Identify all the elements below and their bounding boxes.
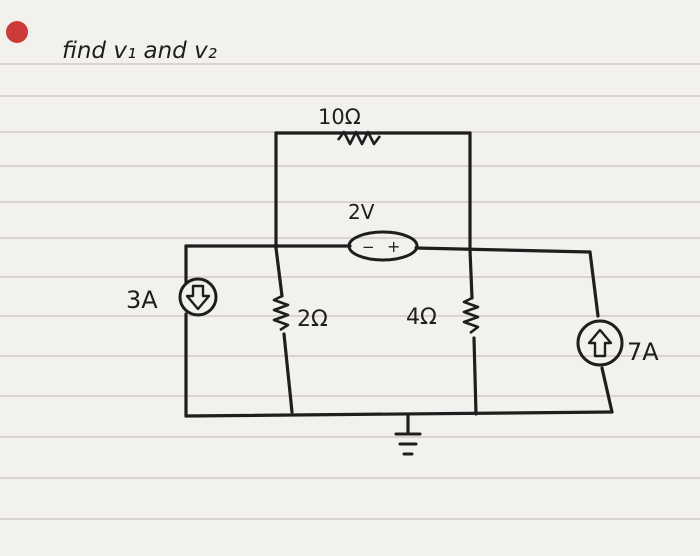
current-source-left-label: 3A <box>126 286 158 314</box>
ruled-lines <box>0 63 700 520</box>
resistor-10-ohm-icon <box>336 130 382 146</box>
arrow-down-icon <box>185 284 211 311</box>
resistor-middle-right-label: 4Ω <box>406 305 437 330</box>
voltage-polarity-minus: − <box>362 238 375 256</box>
resistor-top-label: 10Ω <box>318 105 361 129</box>
current-source-7a-icon <box>576 319 624 367</box>
voltage-source-2v-icon <box>347 230 419 262</box>
resistor-middle-left-label: 2Ω <box>297 307 328 332</box>
arrow-up-icon <box>587 328 613 358</box>
ground-symbol-icon <box>394 432 422 456</box>
current-source-right-label: 7A <box>627 338 659 366</box>
voltage-polarity-plus: + <box>387 237 400 256</box>
current-source-3a-icon <box>178 277 218 317</box>
circuit-wires <box>184 131 614 434</box>
resistor-2-ohm-icon <box>272 294 290 332</box>
resistor-4-ohm-icon <box>462 296 480 335</box>
voltage-source-label: 2V <box>348 200 375 224</box>
notebook-tab-icon <box>6 21 28 43</box>
problem-prompt: find v₁ and v₂ <box>62 38 217 64</box>
